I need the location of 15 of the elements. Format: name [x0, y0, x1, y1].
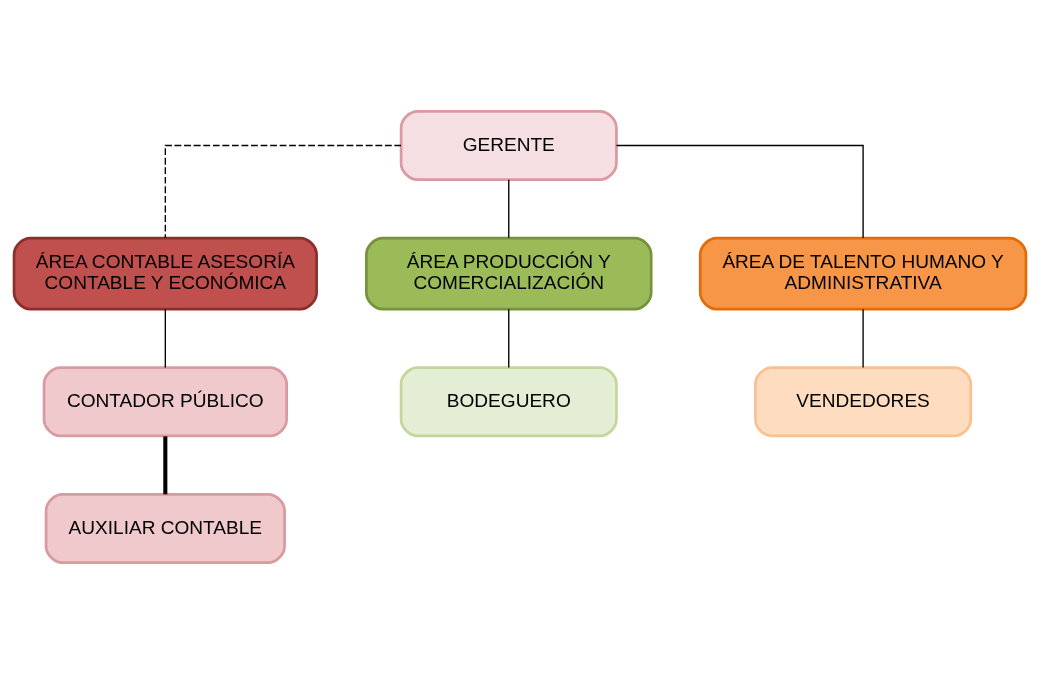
node-box: ÁREA CONTABLE ASESORÍA CONTABLE Y ECONÓMICA: [12, 236, 318, 311]
node-box: BODEGUERO: [399, 366, 618, 438]
connector: [615, 144, 864, 239]
connector: [508, 308, 510, 369]
node-box: VENDEDORES: [754, 366, 973, 438]
connector: [862, 308, 864, 369]
node-box: ÁREA PRODUCCIÓN Y COMERCIALIZACIÓN: [364, 236, 653, 311]
node-box: AUXILIAR CONTABLE: [44, 493, 286, 564]
connector: [163, 436, 168, 495]
connector: [164, 144, 402, 239]
node-box: ÁREA DE TALENTO HUMANO Y ADMINISTRATIVA: [698, 236, 1028, 311]
connector: [164, 308, 166, 369]
connector: [508, 179, 510, 239]
node-box: CONTADOR PÚBLICO: [42, 366, 288, 438]
node-box: GERENTE: [399, 110, 618, 181]
